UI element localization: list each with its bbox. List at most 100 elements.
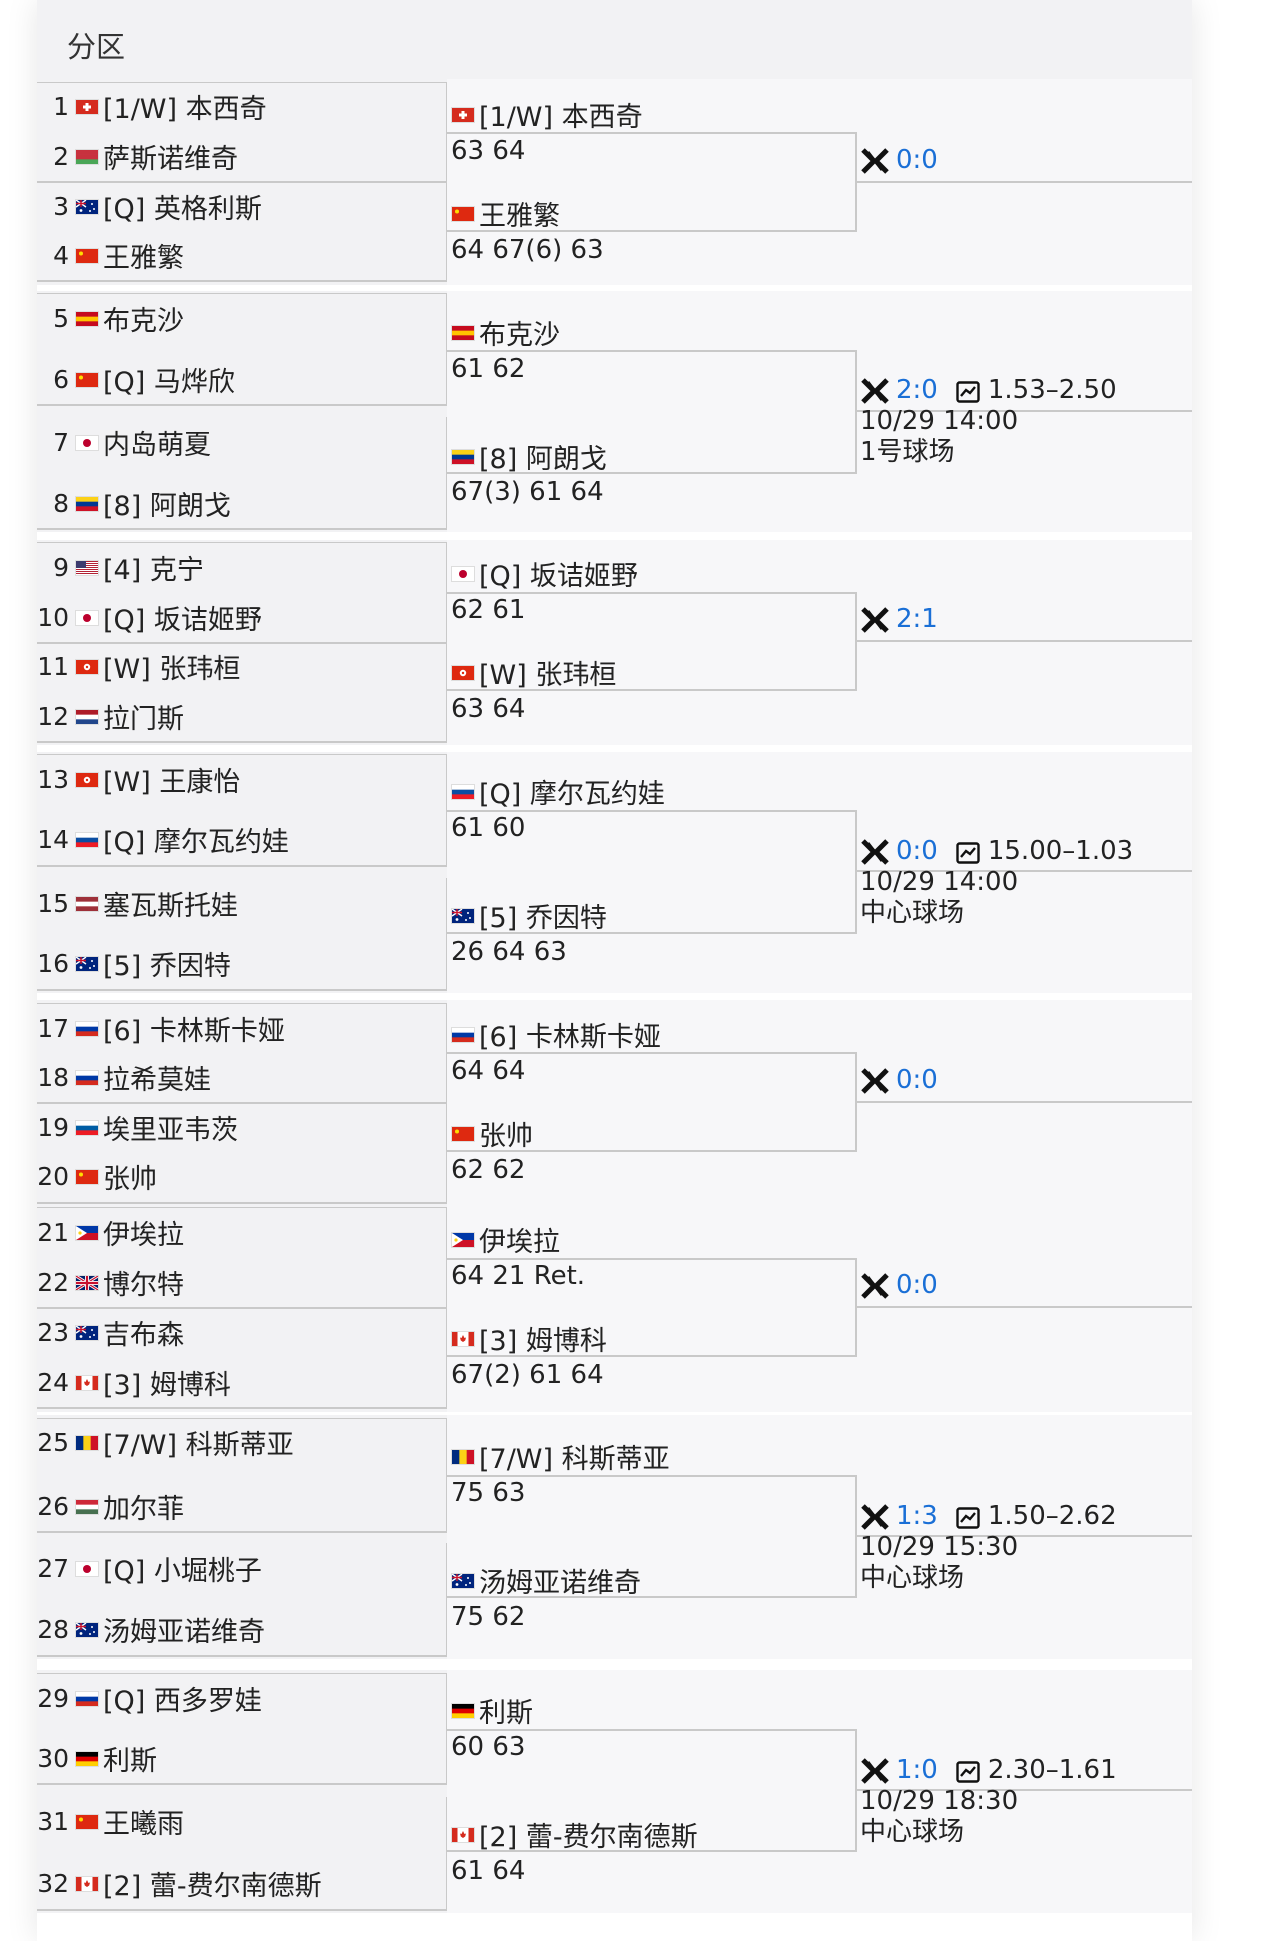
player-row[interactable]: 14[Q] 摩尔瓦约娃	[37, 819, 447, 859]
second-round-player[interactable]: [2] 蕾-费尔南德斯	[451, 1817, 698, 1853]
second-round-match[interactable]	[447, 592, 857, 691]
second-round-match[interactable]	[447, 1052, 857, 1152]
player-row[interactable]: 10[Q] 坂诘姬野	[37, 597, 447, 637]
second-round-player[interactable]: 王雅繁	[451, 196, 560, 232]
head-to-head-record[interactable]: 0:0	[896, 145, 938, 175]
second-round-player[interactable]: 伊埃拉	[451, 1222, 560, 1258]
head-to-head-record[interactable]: 0:0	[896, 836, 938, 866]
head-to-head-record[interactable]: 0:0	[896, 1065, 938, 1095]
head-to-head-record[interactable]: 2:1	[896, 604, 938, 634]
second-round-player[interactable]: [8] 阿朗戈	[451, 439, 607, 475]
player-row[interactable]: 8[8] 阿朗戈	[37, 483, 447, 523]
first-round-match[interactable]	[37, 1102, 447, 1204]
country-flag-icon	[75, 1225, 99, 1241]
section-title: 分区	[67, 30, 126, 64]
country-flag-icon	[75, 896, 99, 912]
quarterfinal-info[interactable]: 0:0	[860, 1065, 938, 1096]
player-row[interactable]: 11[W] 张玮桓	[37, 646, 447, 686]
first-round-match[interactable]	[37, 542, 447, 644]
player-row[interactable]: 29[Q] 西多罗娃	[37, 1678, 447, 1718]
second-round-match[interactable]	[447, 1729, 857, 1852]
second-round-player[interactable]: [Q] 坂诘姬野	[451, 556, 638, 592]
player-row[interactable]: 1[1/W] 本西奇	[37, 86, 447, 126]
first-round-match[interactable]	[37, 293, 447, 406]
first-round-match[interactable]	[37, 417, 447, 530]
head-to-head[interactable]: 0:0	[860, 1270, 938, 1301]
first-round-match[interactable]	[37, 641, 447, 743]
second-round-player[interactable]: [1/W] 本西奇	[451, 97, 643, 133]
player-row[interactable]: 32[2] 蕾-费尔南德斯	[37, 1863, 447, 1903]
player-row[interactable]: 3[Q] 英格利斯	[37, 186, 447, 226]
first-round-match[interactable]	[37, 1418, 447, 1533]
head-to-head-record[interactable]: 2:0	[896, 375, 938, 405]
player-row[interactable]: 9[4] 克宁	[37, 547, 447, 587]
head-to-head-record[interactable]: 0:0	[896, 1270, 938, 1300]
second-round-player[interactable]: 汤姆亚诺维奇	[451, 1563, 641, 1599]
player-row[interactable]: 13[W] 王康怡	[37, 759, 447, 799]
first-round-match[interactable]	[37, 82, 447, 183]
second-round-player[interactable]: [W] 张玮桓	[451, 655, 616, 691]
player-row[interactable]: 6[Q] 马烨欣	[37, 359, 447, 399]
second-round-match[interactable]	[447, 132, 857, 232]
quarterfinal-info[interactable]: 0:0	[860, 145, 938, 176]
second-round-player[interactable]: [6] 卡林斯卡娅	[451, 1017, 661, 1053]
head-to-head-record[interactable]: 1:3	[896, 1501, 938, 1531]
second-round-player[interactable]: 张帅	[451, 1116, 533, 1152]
second-round-match[interactable]	[447, 1475, 857, 1598]
first-round-match[interactable]	[37, 754, 447, 867]
first-round-match[interactable]	[37, 1673, 447, 1785]
second-round-match[interactable]	[447, 810, 857, 934]
first-round-match[interactable]	[37, 1543, 447, 1657]
quarterfinal-info[interactable]: 2:1	[860, 604, 938, 635]
head-to-head[interactable]: 0:0	[860, 145, 938, 176]
second-round-player[interactable]: 利斯	[451, 1693, 533, 1729]
head-to-head-record[interactable]: 1:0	[896, 1755, 938, 1785]
second-round-player[interactable]: [Q] 摩尔瓦约娃	[451, 774, 665, 810]
first-round-match[interactable]	[37, 878, 447, 991]
first-round-match[interactable]	[37, 1003, 447, 1104]
second-round-player[interactable]: [5] 乔因特	[451, 898, 607, 934]
head-to-head[interactable]: 0:0	[860, 1065, 938, 1096]
match-score: 64 21 Ret.	[451, 1261, 586, 1291]
player-row[interactable]: 16[5] 乔因特	[37, 943, 447, 983]
second-round-player[interactable]: [3] 姆博科	[451, 1321, 607, 1357]
first-round-match[interactable]	[37, 1797, 447, 1911]
first-round-match[interactable]	[37, 1207, 447, 1309]
first-round-match[interactable]	[37, 1308, 447, 1409]
player-row[interactable]: 24[3] 姆博科	[37, 1362, 447, 1402]
player-row[interactable]: 27[Q] 小堀桃子	[37, 1548, 447, 1588]
player-row[interactable]: 17[6] 卡林斯卡娅	[37, 1008, 447, 1048]
second-round-match[interactable]	[447, 1258, 857, 1357]
second-round-player[interactable]: 布克沙	[451, 315, 560, 351]
second-round-match[interactable]	[447, 350, 857, 474]
first-round-match[interactable]	[37, 181, 447, 282]
head-to-head[interactable]: 2:1	[860, 604, 938, 635]
player-row[interactable]: 25[7/W] 科斯蒂亚	[37, 1422, 447, 1462]
quarterfinal-info[interactable]: 0:0	[860, 1270, 938, 1301]
second-round-player[interactable]: [7/W] 科斯蒂亚	[451, 1439, 670, 1475]
